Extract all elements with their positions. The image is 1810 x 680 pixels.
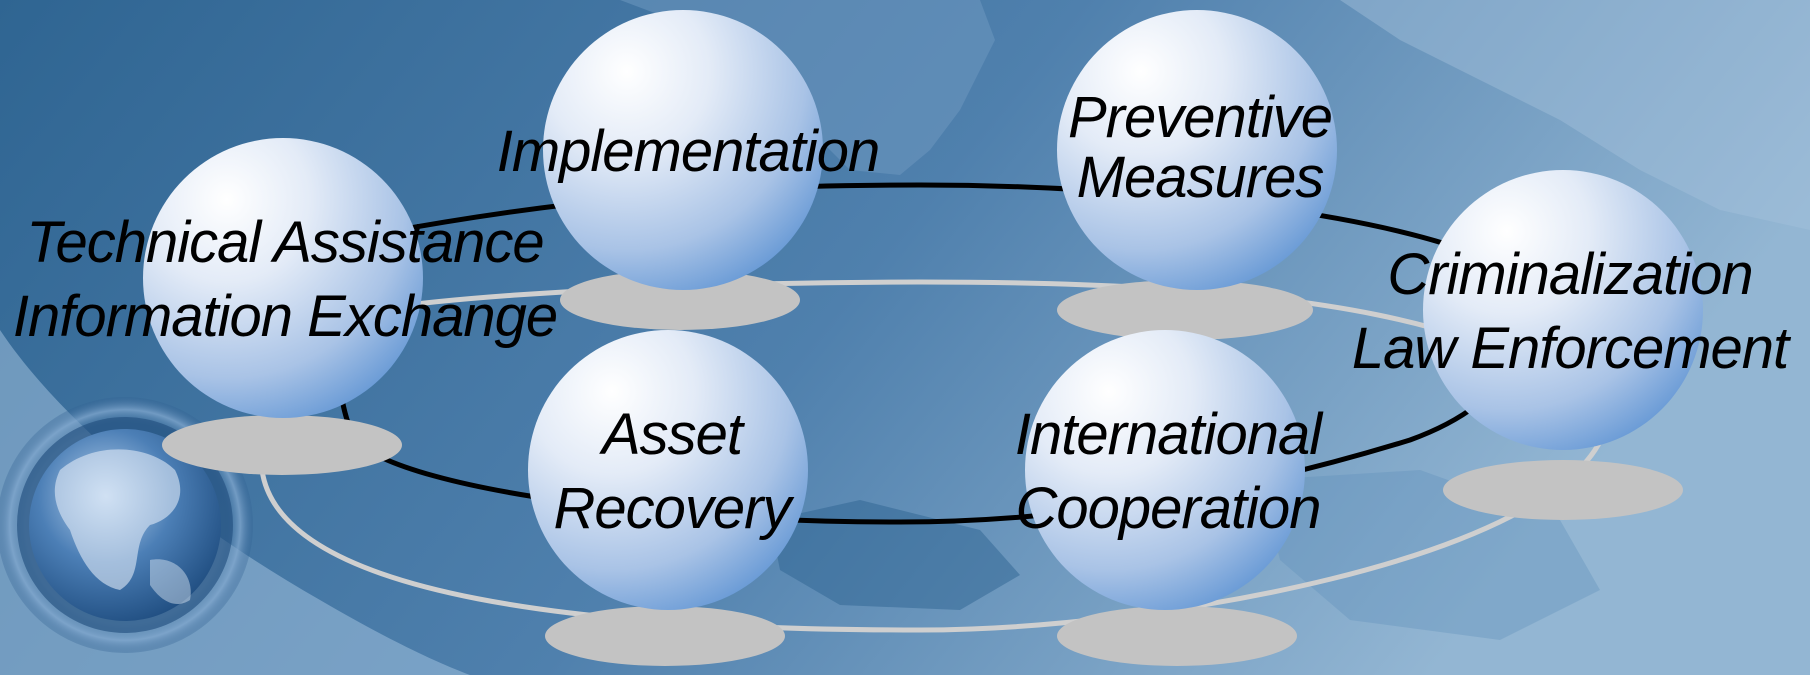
- sphere-shadow: [1443, 460, 1683, 520]
- label-implementation: Implementation: [496, 115, 881, 189]
- sphere-technical-assistance: [143, 138, 423, 418]
- label-line: Implementation: [496, 119, 881, 184]
- sphere-shadow: [1057, 280, 1313, 340]
- sphere-international-cooperation: [1025, 330, 1305, 610]
- sphere-shadows: [162, 270, 1683, 666]
- label-line: International: [1014, 402, 1322, 467]
- label-line: Cooperation: [1015, 476, 1321, 541]
- sphere-criminalization: [1423, 170, 1703, 450]
- label-line: Measures: [1076, 145, 1325, 210]
- label-criminalization: Criminalization Law Enforcement: [1351, 238, 1789, 386]
- label-line: Law Enforcement: [1351, 316, 1789, 381]
- sphere-shadow: [1057, 606, 1297, 666]
- sphere-shadow: [162, 415, 402, 475]
- label-technical-assistance: Technical Assistance Information Exchang…: [12, 206, 558, 354]
- label-line: Preventive: [1067, 85, 1333, 150]
- label-international-cooperation: International Cooperation: [1014, 398, 1322, 546]
- background-map-shape: [770, 500, 1020, 610]
- label-line: Technical Assistance: [26, 210, 544, 275]
- inner-ring: [334, 182, 1524, 525]
- sphere-preventive-measures: [1057, 10, 1337, 290]
- label-line: Asset: [601, 402, 743, 467]
- spheres: [143, 10, 1703, 610]
- sphere-shadow: [560, 270, 800, 330]
- sphere-asset-recovery: [528, 330, 808, 610]
- label-preventive-measures: Preventive Measures: [1067, 85, 1333, 210]
- sphere-shadow: [545, 606, 785, 666]
- sphere-implementation: [543, 10, 823, 290]
- label-line: Recovery: [553, 476, 792, 541]
- label-asset-recovery: Asset Recovery: [553, 398, 792, 546]
- label-line: Information Exchange: [12, 284, 558, 349]
- background-map-shape: [1340, 0, 1810, 230]
- label-line: Criminalization: [1387, 242, 1753, 307]
